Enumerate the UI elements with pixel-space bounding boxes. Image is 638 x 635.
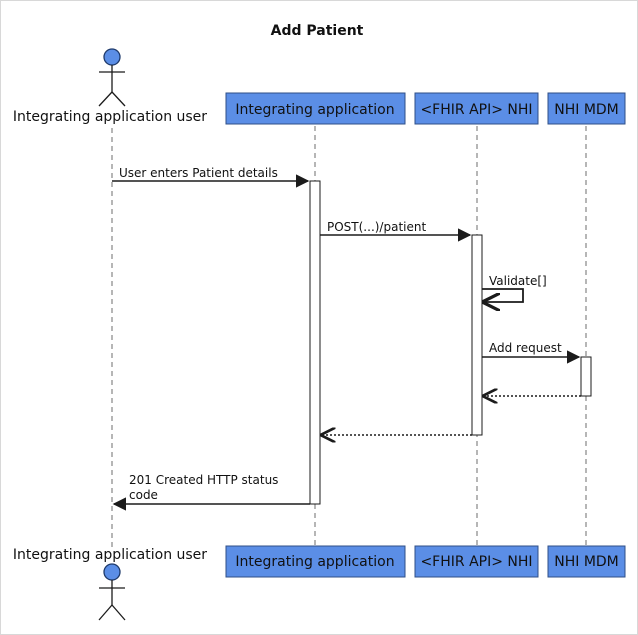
message-label: Add request: [489, 341, 562, 355]
actor-head-icon: [103, 48, 121, 66]
self-message-arrow: [482, 288, 524, 302]
message-label: User enters Patient details: [119, 166, 278, 180]
actor-leg-left: [98, 91, 113, 107]
participant-label: Integrating application: [235, 554, 394, 570]
participant-app-top: Integrating application: [225, 92, 406, 125]
participant-box: [225, 92, 406, 125]
message-label: 201 Created HTTP status code: [129, 473, 282, 502]
actor-user-bottom: Integrating application user: [13, 547, 207, 621]
actor-label-top: Integrating application user: [13, 109, 207, 125]
message-label-line-2: code: [129, 488, 158, 502]
participant-mdm-bottom: NHI MDM: [547, 545, 626, 578]
message-post-patient: POST(...)/patient: [320, 220, 472, 242]
participant-box: [547, 92, 626, 125]
participant-app-bottom: Integrating application: [225, 545, 406, 578]
actor-label-bottom: Integrating application user: [13, 547, 207, 563]
message-201-created: 201 Created HTTP status code: [112, 473, 310, 511]
participant-box: [414, 92, 539, 125]
message-label: POST(...)/patient: [327, 220, 426, 234]
actor-leg-right: [111, 91, 126, 107]
message-user-enters: User enters Patient details: [112, 166, 310, 188]
activation-nhi: [471, 234, 483, 436]
participant-box: [414, 545, 539, 578]
participant-nhi-top: <FHIR API> NHI: [414, 92, 539, 125]
message-label-line-1: 201 Created HTTP status: [129, 473, 278, 487]
message-label: Validate[]: [489, 274, 547, 288]
actor-user-top: Integrating application user: [13, 48, 207, 125]
activation-mdm: [580, 356, 592, 397]
message-add-request: Add request: [482, 341, 581, 364]
participant-label: <FHIR API> NHI: [420, 554, 532, 570]
participant-box: [547, 545, 626, 578]
diagram-title: Add Patient: [271, 23, 364, 39]
participant-nhi-bottom: <FHIR API> NHI: [414, 545, 539, 578]
participant-label: <FHIR API> NHI: [420, 102, 532, 118]
activation-app: [309, 180, 321, 505]
actor-head-icon: [103, 563, 121, 581]
participant-box: [225, 545, 406, 578]
participant-label: Integrating application: [235, 102, 394, 118]
actor-leg-left: [98, 604, 113, 621]
participant-label: NHI MDM: [554, 554, 619, 570]
message-validate: Validate[]: [482, 274, 547, 302]
participant-mdm-top: NHI MDM: [547, 92, 626, 125]
participant-label: NHI MDM: [554, 102, 619, 118]
actor-leg-right: [111, 604, 126, 621]
